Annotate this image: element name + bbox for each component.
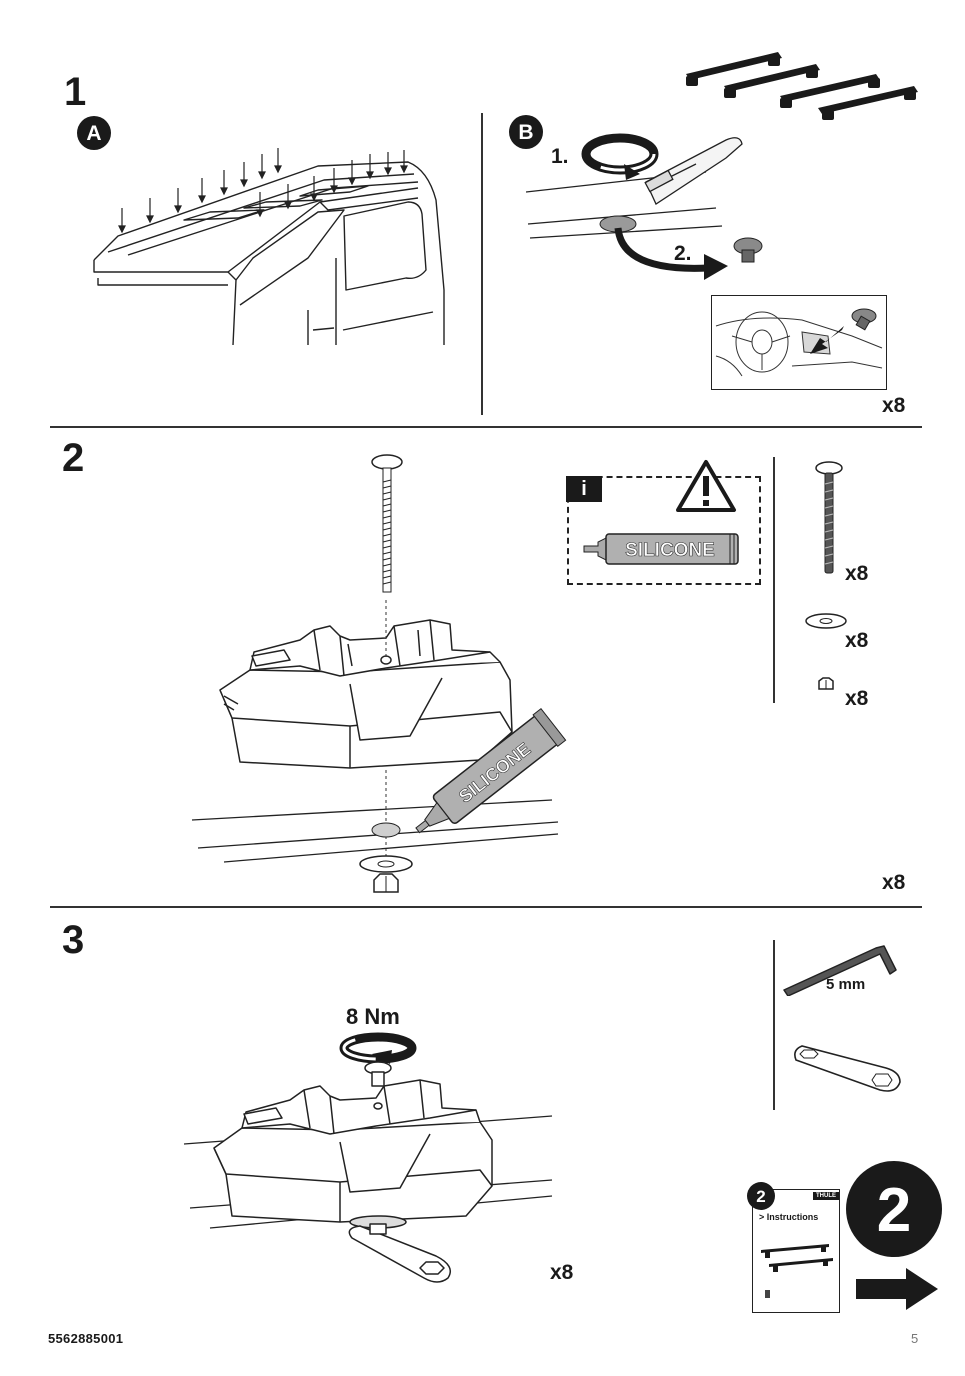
roof-bars-icon [686,52,918,120]
step3-quantity: x8 [550,1261,574,1284]
step3-divider [773,940,775,1110]
rail-cap-icon [733,237,763,263]
next-arrow-icon [856,1268,938,1310]
substep-b1-label: 1. [551,145,569,168]
info-box [567,476,761,585]
wrench-icon [794,1045,901,1092]
bolt-illustration [371,454,403,593]
booklet-step-badge: 2 [747,1182,775,1210]
substep-b-badge: B [509,115,543,149]
page-number: 5 [911,1331,919,1346]
info-silicone-text: SILICONE [625,540,715,561]
nut-quantity: x8 [845,687,869,710]
washer-icon [805,613,847,629]
next-step-number: 2 [877,1176,911,1245]
section-divider-2 [50,906,922,908]
rotate-arrow-icon [581,133,659,180]
substep-b-label: B [518,121,533,144]
step-number-1: 1 [64,70,87,114]
step2-divider [773,457,775,703]
torque-label: 8 Nm [346,1004,400,1029]
info-silicone-tube-icon: SILICONE [583,533,739,565]
warning-triangle-icon [676,460,736,512]
allen-key-label: 5 mm [826,976,866,993]
move-arrow-icon [614,227,728,280]
booklet-step-number: 2 [756,1187,765,1206]
step-number-2: 2 [62,436,85,480]
step-number-3: 3 [62,918,85,962]
info-icon: i [566,476,602,502]
step1-divider [481,113,483,415]
van-roof-illustration [93,148,445,346]
booklet-instructions-label: > Instructions [759,1212,819,1222]
rail-cover-illustration [526,137,743,239]
instruction-booklet: THULE > Instructions [752,1189,840,1313]
step1-quantity: x8 [882,394,906,417]
step2-quantity: x8 [882,871,906,894]
section-divider-1 [50,426,922,428]
allen-key-icon [783,945,897,996]
substep-a-label: A [86,122,101,145]
bolt-quantity: x8 [845,562,869,585]
washer-quantity: x8 [845,629,869,652]
booklet-brand: THULE [813,1192,839,1200]
bolt-icon [815,461,843,574]
tightened-foot-illustration [183,1061,553,1283]
torque-rotate-icon [339,1032,417,1064]
next-step-badge: 2 [846,1161,942,1257]
booklet-bars-icon [761,1244,833,1272]
substep-a-badge: A [77,116,111,150]
nut-icon [818,677,834,690]
foot-assembly-illustration [191,600,559,893]
substep-b2-label: 2. [674,242,692,265]
document-code: 5562885001 [48,1331,124,1346]
dashboard-glovebox-illustration [715,308,883,377]
silicone-tube-icon: SILICONE [415,707,567,834]
storage-inset [711,295,887,390]
info-icon-label: i [581,478,587,500]
